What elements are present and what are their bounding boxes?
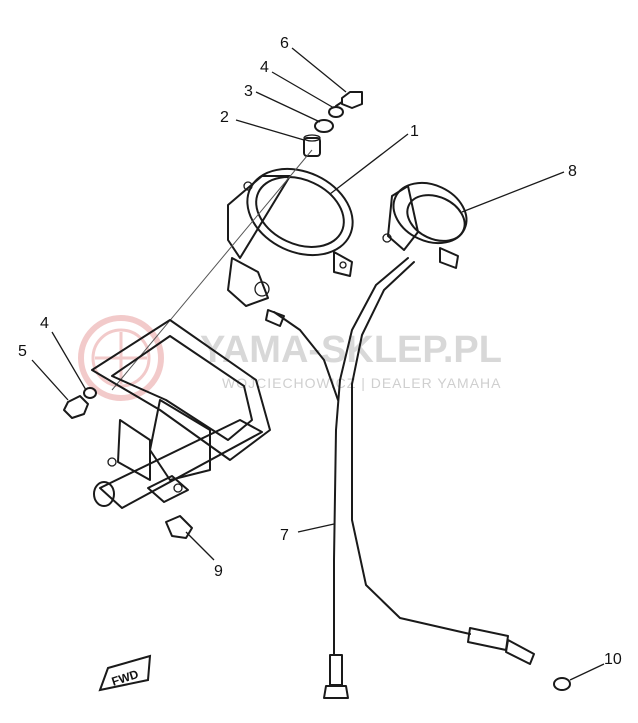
callout-3: 3	[244, 83, 253, 100]
o-ring	[553, 677, 571, 691]
washer	[314, 119, 334, 133]
nut	[63, 395, 89, 419]
spring-washer-lower	[83, 387, 97, 399]
meter-housing	[227, 167, 354, 307]
callout-7: 7	[280, 527, 289, 544]
callout-8: 8	[568, 163, 577, 180]
callout-4-lower: 4	[40, 315, 49, 332]
callout-9: 9	[214, 563, 223, 580]
watermark-subtitle: WOJCIECHOWICZ | DEALER YAMAHA	[222, 375, 501, 391]
leader-lines	[31, 47, 605, 681]
callout-6: 6	[280, 35, 289, 52]
callout-2: 2	[220, 109, 229, 126]
collar	[303, 134, 321, 157]
assembly-line	[111, 149, 313, 391]
fwd-direction-badge: FWD	[98, 654, 152, 692]
mounting-bracket	[91, 319, 271, 509]
cable-clip	[165, 515, 193, 539]
spring-washer-upper	[328, 106, 344, 118]
callout-1: 1	[410, 123, 419, 140]
gauge-meter	[382, 181, 468, 269]
bolt	[335, 91, 363, 109]
callout-4-upper: 4	[260, 59, 269, 76]
meter-cable	[265, 257, 535, 699]
callout-10: 10	[604, 651, 622, 668]
callout-5: 5	[18, 343, 27, 360]
